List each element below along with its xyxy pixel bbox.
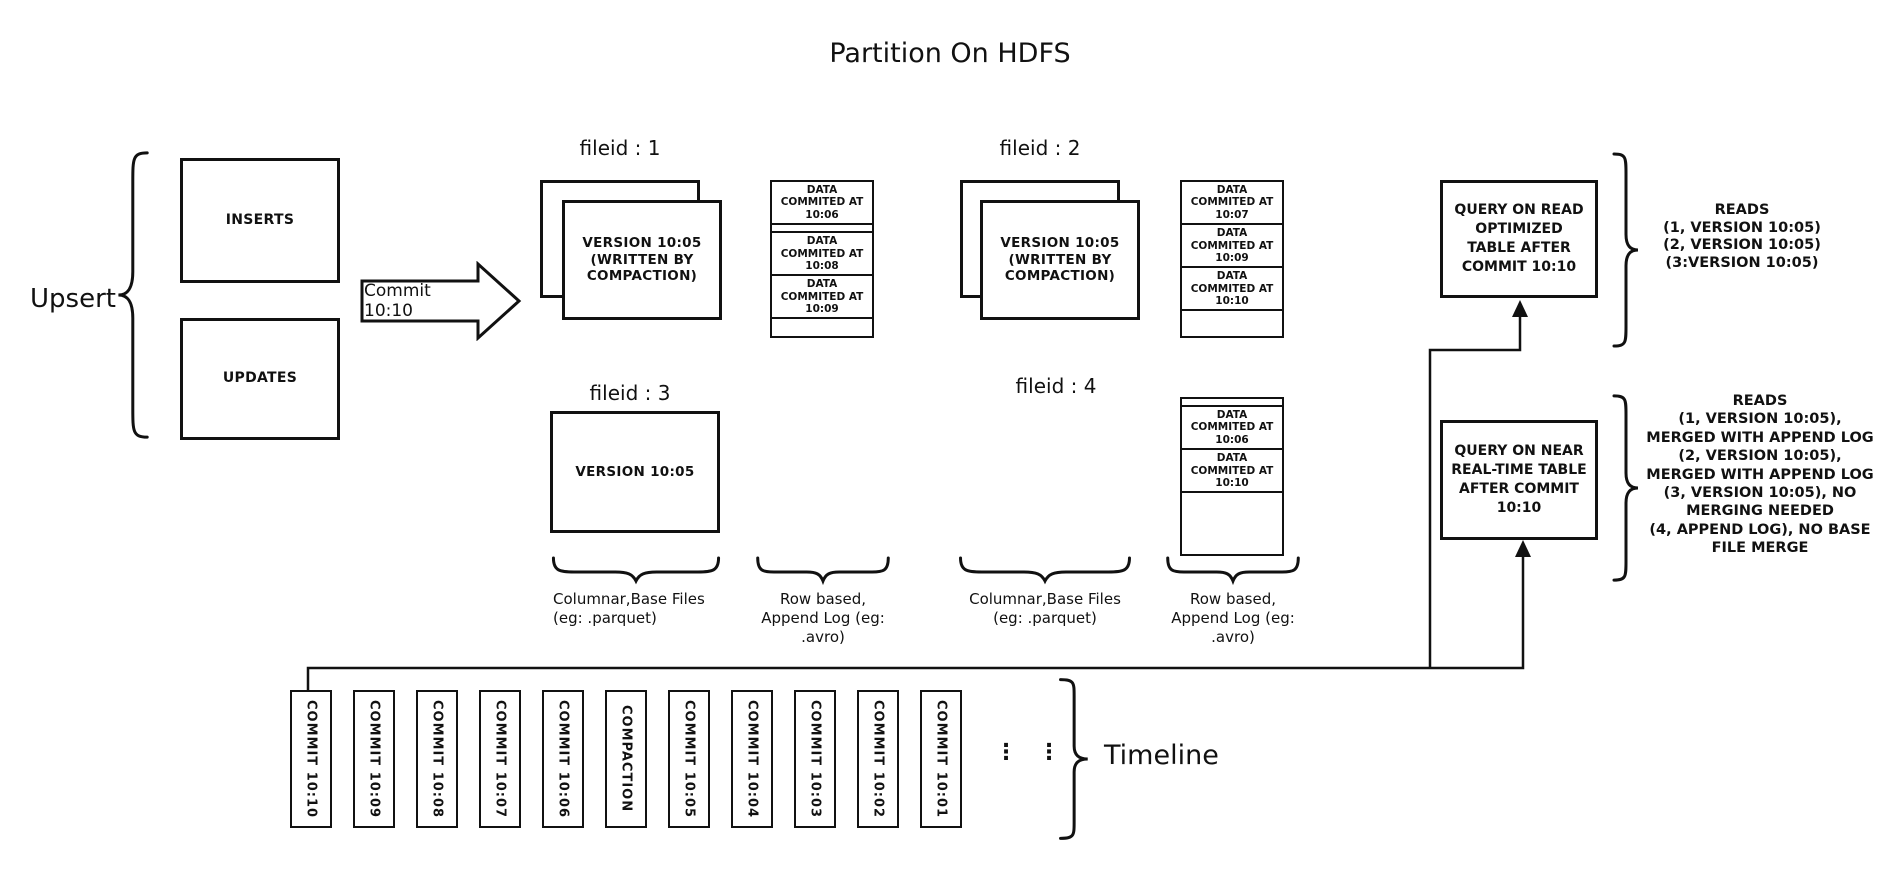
commit-arrow: Commit 10:10 <box>360 260 522 342</box>
timeline-commit-box: COMMIT 10:06 <box>542 690 584 828</box>
timeline-commit-box: COMMIT 10:03 <box>794 690 836 828</box>
arrowhead-up-icon <box>1512 300 1528 317</box>
reads-line: (1, VERSION 10:05) <box>1663 219 1821 236</box>
page-title: Partition On HDFS <box>829 38 1071 69</box>
arrowhead-up-icon <box>1515 540 1531 557</box>
fileid-3-base-file: VERSION 10:05 <box>550 411 720 533</box>
fileid-1-append-log: DATA COMMITED AT 10:06 DATA COMMITED AT … <box>770 180 874 338</box>
rowlog-1-label: Row based, Append Log (eg: .avro) <box>745 590 901 647</box>
query-near-real-time-box: QUERY ON NEAR REAL-TIME TABLE AFTER COMM… <box>1440 420 1598 540</box>
log-entry: DATA COMMITED AT 10:10 <box>1182 450 1282 494</box>
reads-line: (1, VERSION 10:05), <box>1678 411 1842 428</box>
columnar-1-brace <box>550 556 722 582</box>
label-line: .avro) <box>801 628 845 646</box>
timeline-commit-box: COMMIT 10:04 <box>731 690 773 828</box>
label-line: Columnar,Base Files <box>969 590 1121 608</box>
timeline-label: Timeline <box>1104 740 1219 771</box>
commit-arrow-label: Commit 10:10 <box>364 281 431 321</box>
timeline-commit-box: COMMIT 10:09 <box>353 690 395 828</box>
right-curly-brace-path <box>1614 154 1638 346</box>
log-entry: DATA COMMITED AT 10:06 <box>1182 407 1282 451</box>
label-line: Row based, <box>779 590 866 608</box>
reads-line: (2, VERSION 10:05), <box>1678 448 1842 465</box>
reads-line: (4, APPEND LOG), NO BASE <box>1649 521 1871 538</box>
log-entry: DATA COMMITED AT 10:07 <box>1182 182 1282 226</box>
log-entry: DATA COMMITED AT 10:09 <box>772 276 872 320</box>
label-line: (eg: .parquet) <box>993 609 1097 627</box>
rowlog-1-brace <box>755 556 891 582</box>
updates-box: UPDATES <box>180 318 340 440</box>
arrow-shape <box>360 260 522 342</box>
timeline-commit-box: COMMIT 10:07 <box>479 690 521 828</box>
timeline-to-read-optimized-line <box>1428 312 1522 668</box>
timeline-commit-box: COMMIT 10:08 <box>416 690 458 828</box>
label-line: (eg: .parquet) <box>553 609 657 627</box>
reads-line: MERGED WITH APPEND LOG <box>1646 466 1874 483</box>
log-entry: DATA COMMITED AT 10:10 <box>1182 268 1282 312</box>
fileid-2-append-log: DATA COMMITED AT 10:07 DATA COMMITED AT … <box>1180 180 1284 338</box>
upsert-brace <box>116 150 152 440</box>
reads-near-real-time-list: READS (1, VERSION 10:05), MERGED WITH AP… <box>1636 392 1884 558</box>
timeline-commit-box: COMMIT 10:01 <box>920 690 962 828</box>
inserts-box: INSERTS <box>180 158 340 283</box>
under-brace-path <box>1168 558 1299 581</box>
reads-1-brace <box>1610 152 1640 348</box>
arrow-right-icon <box>360 260 522 342</box>
under-brace-path <box>758 558 889 581</box>
reads-line: (3:VERSION 10:05) <box>1665 254 1819 271</box>
reads-line: (3, VERSION 10:05), NO <box>1663 485 1857 502</box>
timeline-ellipsis: ⋮ <box>1038 740 1060 765</box>
log-entry: DATA COMMITED AT 10:09 <box>1182 225 1282 269</box>
under-brace-path <box>961 558 1130 581</box>
reads-line: READS <box>1714 202 1770 218</box>
query-read-optimized-box: QUERY ON READ OPTIMIZED TABLE AFTER COMM… <box>1440 180 1598 298</box>
right-curly-brace-path <box>1614 396 1638 580</box>
fileid-1-base-file: VERSION 10:05 (WRITTEN BY COMPACTION) <box>562 200 722 320</box>
timeline-commit-box: COMMIT 10:02 <box>857 690 899 828</box>
reads-line: MERGING NEEDED <box>1686 503 1834 520</box>
fileid-2-label: fileid : 2 <box>999 136 1081 160</box>
log-entry: DATA COMMITED AT 10:06 <box>772 182 872 226</box>
log-entry: DATA COMMITED AT 10:08 <box>772 233 872 277</box>
log-divider-strip <box>772 225 872 234</box>
reads-line: FILE MERGE <box>1711 540 1809 557</box>
timeline-ellipsis: ⋮ <box>995 740 1017 765</box>
fileid-4-append-log: DATA COMMITED AT 10:06 DATA COMMITED AT … <box>1180 397 1284 556</box>
label-line: Row based, <box>1189 590 1276 608</box>
log-divider-strip <box>1182 399 1282 407</box>
timeline-commit-box: COMMIT 10:10 <box>290 690 332 828</box>
columnar-2-label: Columnar,Base Files (eg: .parquet) <box>965 590 1125 628</box>
reads-line: READS <box>1732 393 1788 409</box>
timeline-to-near-real-time-line <box>306 552 1525 690</box>
timeline-row: COMMIT 10:10 COMMIT 10:09 COMMIT 10:08 C… <box>290 690 962 828</box>
reads-2-brace <box>1610 394 1640 582</box>
reads-optimized-list: READS (1, VERSION 10:05) (2, VERSION 10:… <box>1652 202 1832 272</box>
timeline-compaction-box: COMPACTION <box>605 690 647 828</box>
reads-line: (2, VERSION 10:05) <box>1663 237 1821 253</box>
under-brace-path <box>553 558 718 581</box>
label-line: .avro) <box>1211 628 1255 646</box>
label-line: Columnar,Base Files <box>553 590 705 608</box>
fileid-3-label: fileid : 3 <box>589 381 671 405</box>
fileid-1-label: fileid : 1 <box>579 136 661 160</box>
rowlog-2-brace <box>1165 556 1301 582</box>
rowlog-2-label: Row based, Append Log (eg: .avro) <box>1155 590 1311 647</box>
columnar-2-brace <box>957 556 1133 582</box>
label-line: Append Log (eg: <box>1171 609 1295 627</box>
right-curly-brace-path <box>1061 680 1088 839</box>
timeline-commit-box: COMMIT 10:05 <box>668 690 710 828</box>
columnar-1-label: Columnar,Base Files (eg: .parquet) <box>553 590 723 628</box>
upsert-label: Upsert <box>30 284 116 314</box>
fileid-4-label: fileid : 4 <box>1015 374 1097 398</box>
label-line: Append Log (eg: <box>761 609 885 627</box>
left-curly-brace-path <box>118 153 147 437</box>
timeline-brace <box>1056 678 1090 840</box>
fileid-2-base-file: VERSION 10:05 (WRITTEN BY COMPACTION) <box>980 200 1140 320</box>
reads-line: MERGED WITH APPEND LOG <box>1646 429 1874 446</box>
